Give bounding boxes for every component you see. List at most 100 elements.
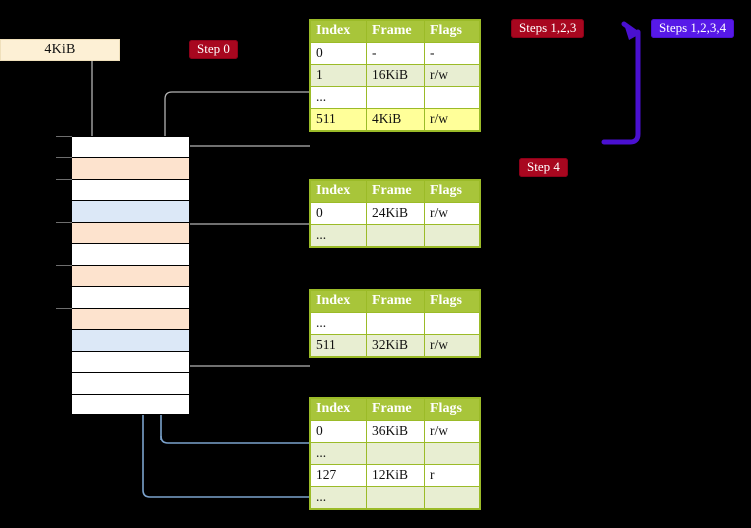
cell-index: 1 (310, 64, 367, 87)
wire-t1row1-to-mem (165, 91, 310, 150)
memory-size-label: 4KiB (44, 42, 76, 57)
cell-index: ... (310, 312, 367, 335)
memory-frame[interactable] (56, 178, 190, 201)
table-row[interactable]: ... (310, 86, 480, 109)
memory-frame[interactable] (71, 243, 190, 265)
table-row[interactable]: ... (310, 312, 480, 335)
memory-frame[interactable] (56, 264, 190, 287)
column-header-flags: Flags (424, 20, 480, 43)
cell-index: 511 (310, 334, 367, 357)
cell-flags: r/w (424, 108, 480, 131)
cell-frame (366, 312, 425, 335)
badge-step-0: Step 0 (189, 40, 238, 60)
cell-index: ... (310, 442, 367, 465)
memory-frame[interactable] (56, 157, 190, 179)
memory-size-bar: 4KiB (0, 39, 120, 61)
column-header-flags: Flags (424, 180, 480, 203)
column-header-frame: Frame (366, 290, 425, 313)
memory-frame[interactable] (71, 286, 190, 308)
memory-frame[interactable] (71, 200, 190, 222)
cell-flags (424, 224, 480, 247)
memory-frame-tick (56, 221, 72, 223)
memory-frame[interactable] (56, 307, 190, 330)
cell-index: ... (310, 486, 367, 509)
cell-flags (424, 442, 480, 465)
badge-steps-123: Steps 1,2,3 (511, 19, 585, 39)
badge-steps-1234: Steps 1,2,3,4 (651, 19, 735, 39)
physical-memory-column (56, 136, 190, 415)
table-row[interactable]: ... (310, 486, 480, 509)
column-header-flags: Flags (424, 290, 480, 313)
memory-frame[interactable] (71, 393, 190, 415)
cell-index: 0 (310, 42, 367, 65)
memory-frame[interactable] (71, 350, 190, 373)
cell-flags: r/w (424, 202, 480, 225)
cell-frame: 16KiB (366, 64, 425, 87)
column-header-index: Index (310, 290, 367, 313)
cell-flags: r (424, 464, 480, 487)
cell-index: 127 (310, 464, 367, 487)
column-header-frame: Frame (366, 20, 425, 43)
cell-flags: r/w (424, 420, 480, 443)
cell-flags (424, 312, 480, 335)
cell-frame: 12KiB (366, 464, 425, 487)
memory-frame-tick (56, 157, 72, 159)
table-row[interactable]: ... (310, 442, 480, 465)
cell-flags: r/w (424, 64, 480, 87)
cell-frame: 32KiB (366, 334, 425, 357)
memory-frame[interactable] (71, 329, 190, 351)
cell-frame: 24KiB (366, 202, 425, 225)
wire-blue-frame4-to-t4row127 (142, 489, 310, 498)
wire-t3row511-to-frame9 (175, 340, 310, 367)
blue-bracket-arrow (601, 21, 641, 145)
cell-index: 0 (310, 202, 367, 225)
memory-frame-tick (56, 136, 72, 137)
cell-frame (366, 224, 425, 247)
cell-flags (424, 86, 480, 109)
wire-t2row0-to-frame7 (172, 223, 310, 250)
column-header-frame: Frame (366, 180, 425, 203)
cell-index: 511 (310, 108, 367, 131)
cell-frame: 36KiB (366, 420, 425, 443)
cell-index: ... (310, 86, 367, 109)
cell-frame: 4KiB (366, 108, 425, 131)
cell-frame (366, 442, 425, 465)
badge-step-4: Step 4 (519, 158, 568, 178)
cell-index: 0 (310, 420, 367, 443)
memory-frame-tick (56, 307, 72, 309)
memory-frame-tick (56, 264, 72, 266)
memory-frame-tick (56, 178, 72, 180)
memory-frame[interactable] (56, 136, 190, 158)
cell-frame (366, 86, 425, 109)
cell-index: ... (310, 224, 367, 247)
column-header-index: Index (310, 20, 367, 43)
wire-blue-frame10-to-t4row0 (160, 435, 310, 444)
column-header-flags: Flags (424, 398, 480, 421)
memory-frame[interactable] (71, 372, 190, 394)
cell-flags (424, 486, 480, 509)
cell-frame: - (366, 42, 425, 65)
table-row[interactable]: 0-- (310, 42, 480, 65)
memory-frame[interactable] (56, 221, 190, 244)
cell-flags: - (424, 42, 480, 65)
table-row[interactable]: ... (310, 224, 480, 247)
column-header-frame: Frame (366, 398, 425, 421)
cell-flags: r/w (424, 334, 480, 357)
column-header-index: Index (310, 180, 367, 203)
column-header-index: Index (310, 398, 367, 421)
